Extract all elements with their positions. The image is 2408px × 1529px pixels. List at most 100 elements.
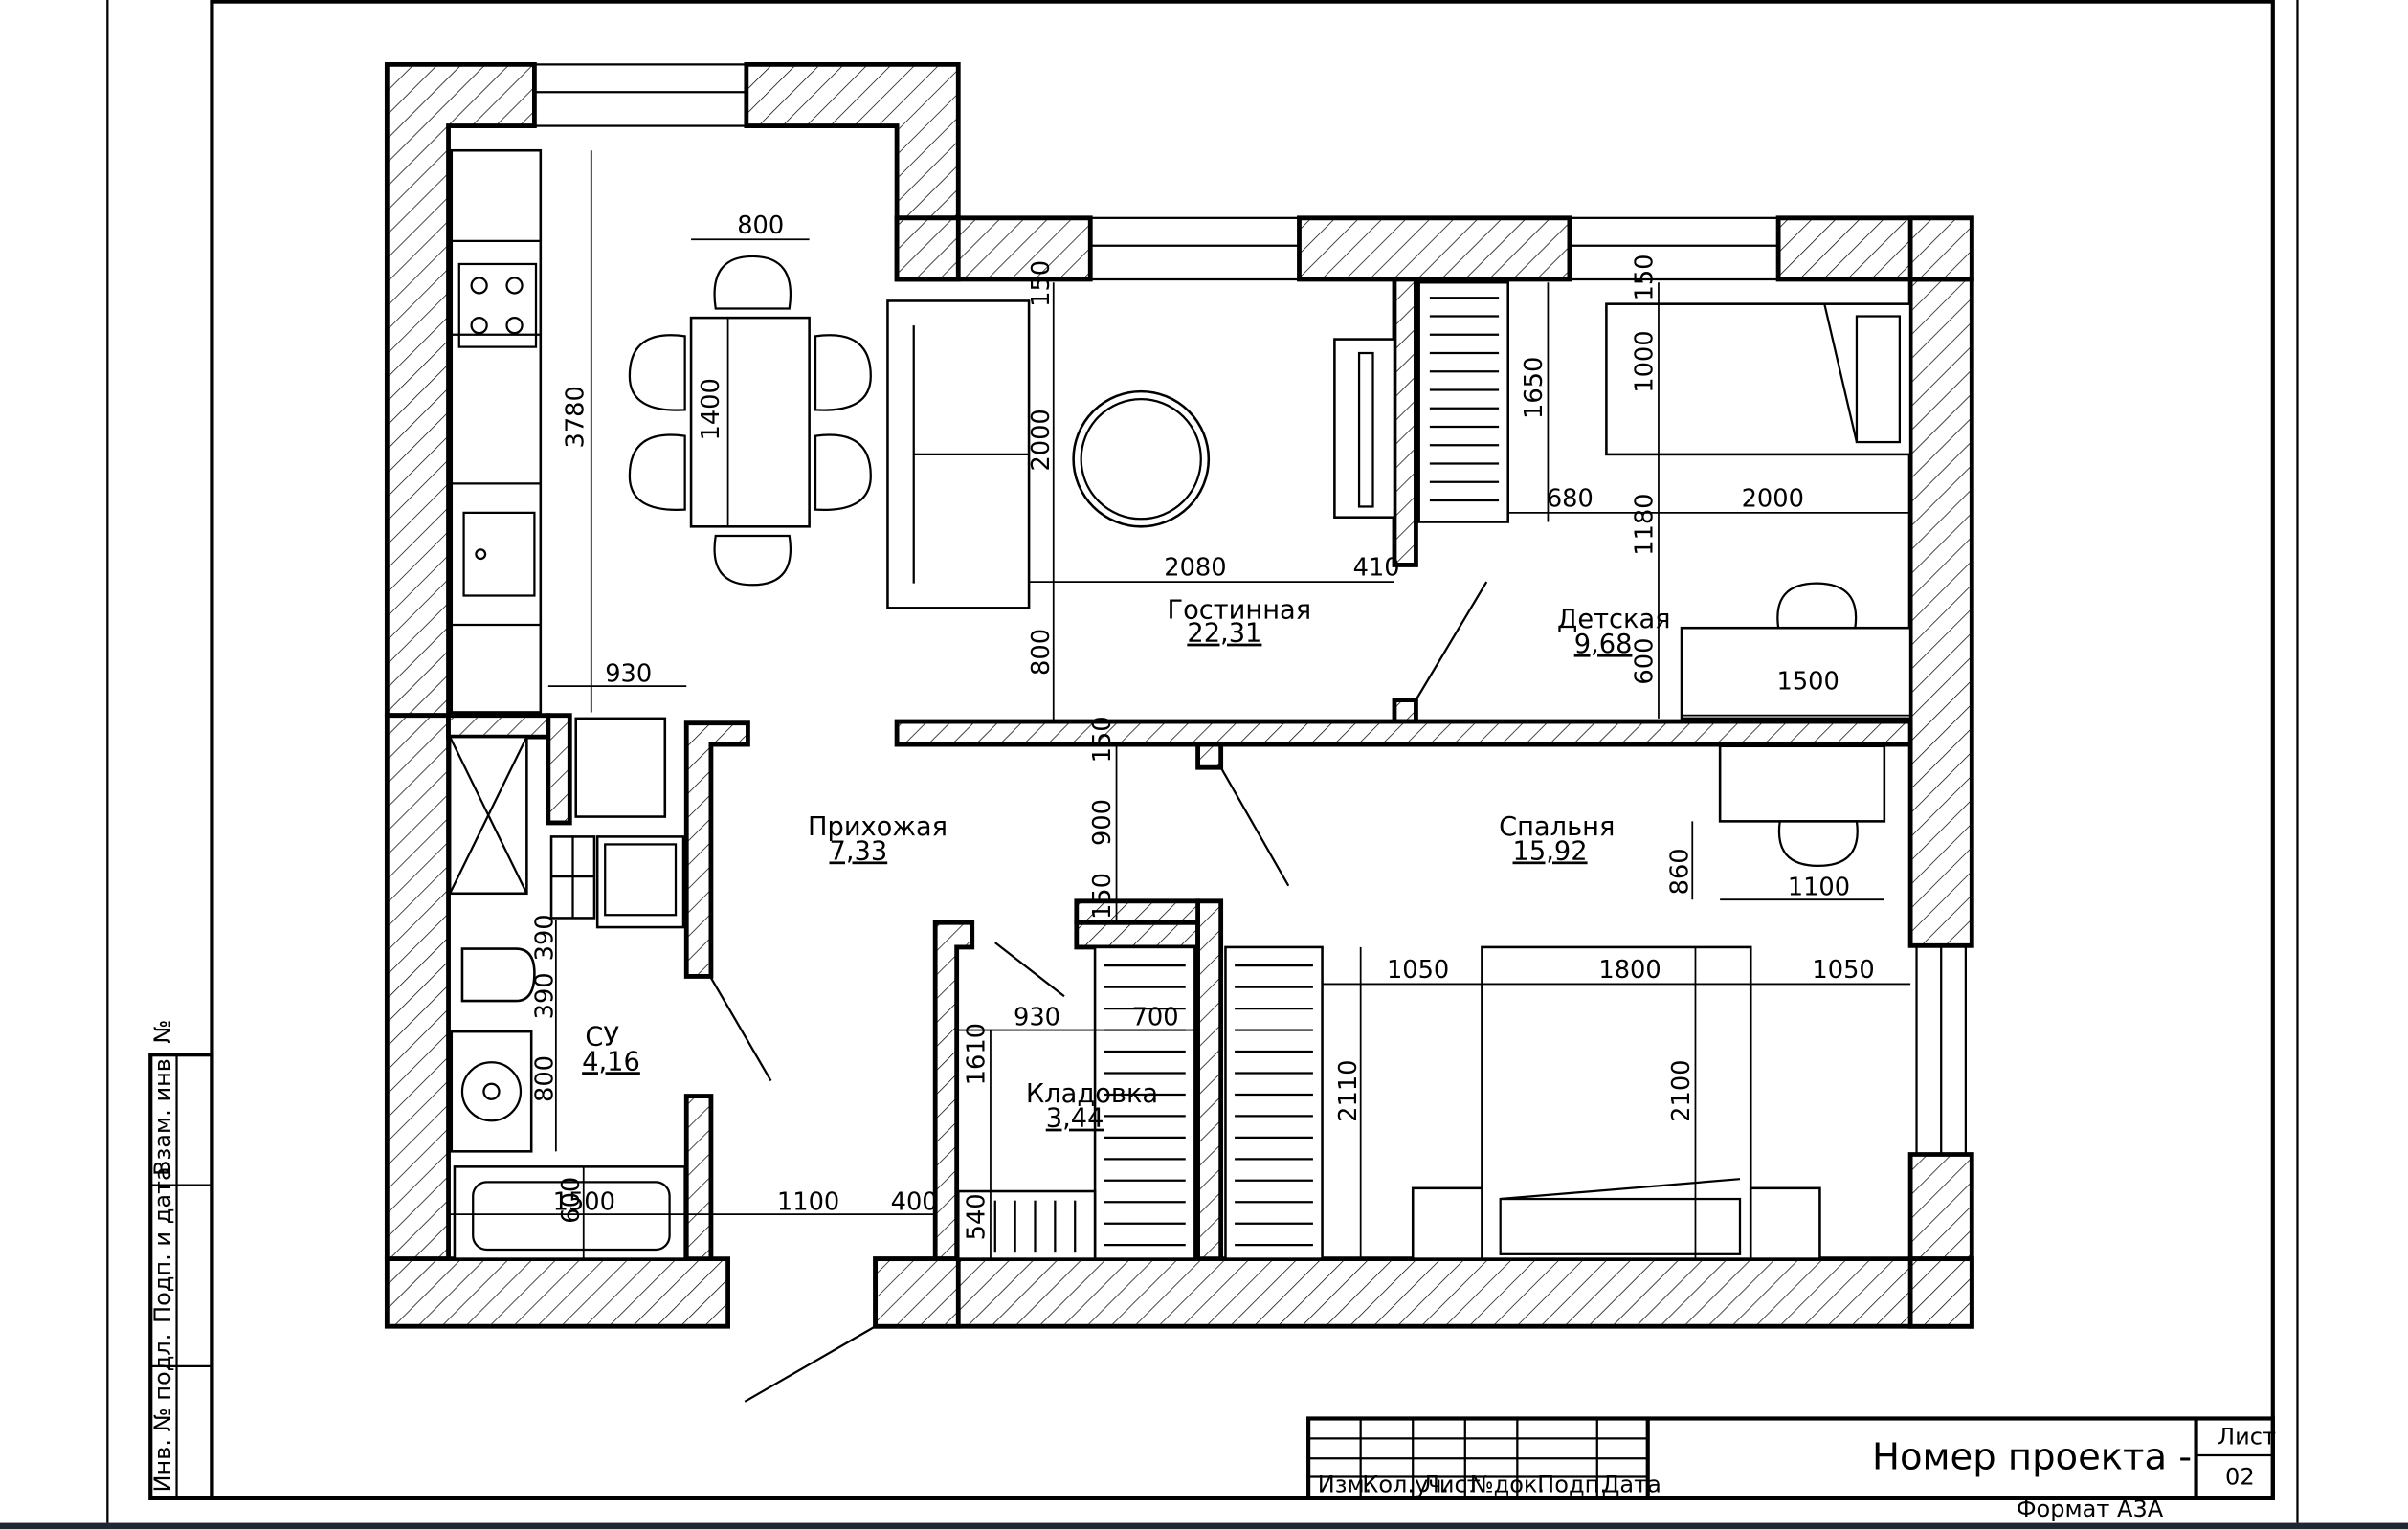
dim-kids-desk-len: 1500 <box>1777 667 1839 696</box>
living-furniture <box>886 299 1396 609</box>
dim-living-passage: 800 <box>1027 629 1056 676</box>
kids-bed <box>1605 302 1912 456</box>
dim-entrance-side: 400 <box>891 1187 938 1216</box>
bedroom-furniture <box>1224 744 1886 1260</box>
toilet <box>460 947 536 1003</box>
room-bath-area: 4,16 <box>582 1047 640 1076</box>
dimension-values: 3780 930 800 1400 2000 150 2080 410 800 … <box>531 211 1875 1240</box>
wall-living-kids <box>1392 277 1418 567</box>
room-living-name: Гостинная <box>1167 596 1311 626</box>
sheet-label: Лист <box>2218 1424 2276 1451</box>
wall-bath-east-low <box>683 1094 714 1262</box>
dim-bed-desk-offset: 860 <box>1665 848 1694 895</box>
kids-desk <box>1680 626 1912 720</box>
dim-living-width: 2080 <box>1164 554 1226 583</box>
washer <box>595 835 685 929</box>
wall-bath-partition <box>546 713 572 826</box>
side-stamp-sign: Подп. и дата <box>149 1166 176 1323</box>
wall-kitchen-hall <box>446 713 551 740</box>
dim-wardrobe-kids: 1650 <box>1520 357 1549 419</box>
wall-west-bath <box>384 713 451 1262</box>
dim-toilet-b: 390 <box>531 972 560 1019</box>
wall-east-top <box>1907 277 1974 948</box>
room-kids-area: 9,68 <box>1574 630 1633 659</box>
wall-hall-west <box>683 720 750 979</box>
sheet-format: Формат А3А <box>2017 1496 2164 1522</box>
fridge <box>574 717 667 818</box>
doors <box>709 581 1488 1403</box>
dim-kids-desk-depth: 600 <box>1631 638 1660 685</box>
dim-kitchen-width: 930 <box>605 659 652 688</box>
storage-wardrobe <box>1093 945 1196 1260</box>
stamp-header-sign: Подп. <box>1537 1471 1607 1497</box>
dim-wardrobe-bedroom: 2110 <box>1334 1060 1363 1122</box>
dim-storage-width: 930 <box>1014 1004 1060 1032</box>
dim-bath-len: 1500 <box>553 1187 615 1216</box>
wall-south <box>873 1256 1974 1329</box>
wall-living-kids-low <box>1392 698 1418 724</box>
wall-storage-east <box>1195 898 1224 1262</box>
cooktop <box>457 262 538 348</box>
title-block: Изм. Кол.уч. Лист №док. Подп. Дата Номер… <box>1306 1416 2276 1522</box>
sheet-number: 02 <box>2225 1463 2255 1490</box>
dimension-lines <box>448 150 1911 1259</box>
basin <box>450 1030 533 1153</box>
dim-bed-width: 1800 <box>1598 956 1661 985</box>
dim-kids-bed-width: 1000 <box>1631 330 1660 392</box>
room-bedroom-area: 15,92 <box>1513 836 1588 866</box>
dim-bedroom-left: 1050 <box>1387 956 1449 985</box>
storage-furniture <box>956 945 1196 1260</box>
nightstand-left <box>1411 1186 1483 1260</box>
room-hall-area: 7,33 <box>829 836 887 866</box>
wall-corridor-north <box>1074 898 1200 925</box>
dim-wall-offset-living: 150 <box>1027 260 1056 307</box>
dim-corridor-bottom: 150 <box>1088 873 1117 920</box>
dim-sofa-length: 2000 <box>1027 409 1056 471</box>
bedroom-desk <box>1718 744 1886 823</box>
double-bed <box>1481 945 1752 1260</box>
walls <box>384 61 1974 1329</box>
kids-wardrobe <box>1417 280 1509 523</box>
windows <box>533 63 1968 1156</box>
dim-sink: 800 <box>531 1055 560 1102</box>
kitchen-furniture <box>450 148 872 818</box>
coffee-table <box>1072 389 1211 528</box>
stamp-header-list: Лист <box>1422 1471 1481 1497</box>
stamp-header-izm: Изм. <box>1318 1471 1372 1497</box>
room-living-area: 22,31 <box>1187 619 1261 649</box>
dim-storage-wardrobe: 700 <box>1132 1004 1179 1032</box>
room-bath-name: СУ <box>585 1023 619 1053</box>
wall-north-center <box>1297 215 1572 282</box>
storage-shelf <box>956 1189 1097 1260</box>
dim-corridor-top: 150 <box>1088 716 1117 763</box>
dim-storage-length: 1610 <box>963 1023 992 1085</box>
dim-bed-length: 2100 <box>1667 1060 1696 1122</box>
dim-kids-bed-len: 2000 <box>1742 484 1804 513</box>
project-number: Номер проекта - <box>1872 1435 2192 1478</box>
dim-bed-desk-len: 1100 <box>1788 873 1850 901</box>
dim-toilet-a: 390 <box>531 914 560 961</box>
dim-table-length: 1400 <box>697 378 725 440</box>
room-storage-area: 3,44 <box>1046 1104 1104 1134</box>
dim-kids-wall-offset: 150 <box>1631 254 1660 300</box>
kids-furniture <box>1417 280 1912 720</box>
dim-kitchen-length: 3780 <box>562 386 591 448</box>
dim-bath-width: 600 <box>557 1177 586 1224</box>
room-storage-name: Кладовка <box>1026 1079 1158 1109</box>
wall-south-bath <box>384 1256 730 1329</box>
room-bedroom-name: Спальня <box>1499 812 1615 842</box>
wall-storage-north <box>1074 920 1200 950</box>
stamp-header-kol: Кол.уч. <box>1362 1471 1449 1497</box>
kitchen-sink <box>462 511 536 597</box>
dim-bedroom-right: 1050 <box>1812 956 1874 985</box>
dim-kids-gap: 680 <box>1547 484 1594 513</box>
dim-living-recess: 410 <box>1353 554 1400 583</box>
side-stamp: Взам. инв. № Подп. и дата Инв. № подл. <box>148 1020 214 1500</box>
stamp-header-doc: №док. <box>1470 1471 1546 1497</box>
bedroom-wardrobe <box>1224 945 1324 1260</box>
side-stamp-replace: Взам. инв. № <box>149 1020 176 1176</box>
stamp-header-date: Дата <box>1602 1471 1661 1497</box>
wall-north-kitchen <box>744 61 961 221</box>
